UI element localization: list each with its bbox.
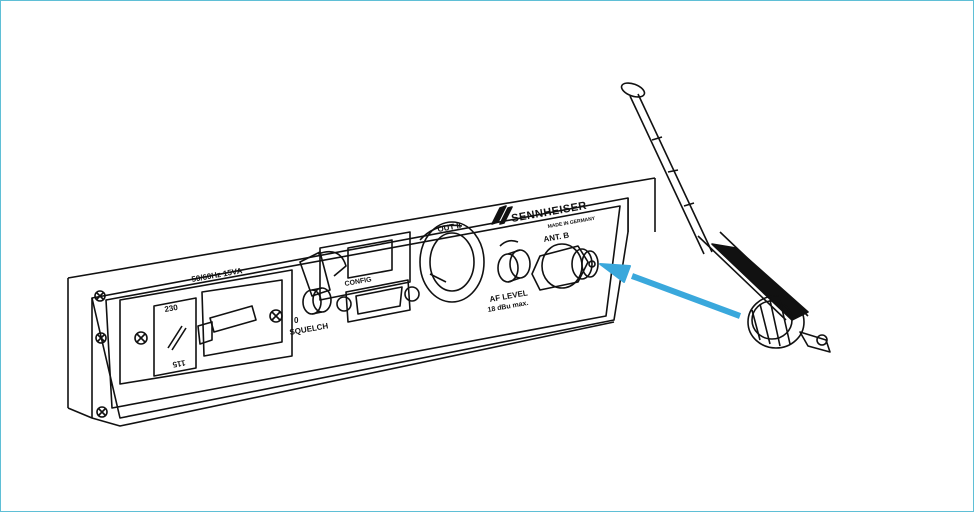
squelch-zero-label: 0: [294, 316, 299, 325]
audio-out-xlr: [419, 221, 485, 303]
power-module-frame: [119, 269, 293, 385]
arrow-icon: [599, 263, 742, 319]
voltage-top-label: 230: [164, 303, 179, 314]
screw-icon: [134, 331, 148, 345]
iec-pin-lower: [197, 321, 213, 345]
chassis-inner-border: [105, 205, 621, 409]
screw-icon: [96, 406, 108, 418]
voltage-bottom-label: 115: [171, 358, 186, 369]
iec-socket: [201, 279, 283, 357]
voltage-fuse-mark: [167, 325, 187, 351]
voltage-selector: [153, 297, 197, 377]
config-port: [336, 279, 420, 323]
out-label: OUT II: [437, 221, 462, 234]
bnc-connector-icon: [531, 243, 599, 291]
chassis-bottom-rail: [67, 321, 615, 427]
chassis-top-edge: [67, 177, 656, 279]
af-level-knob: [497, 239, 531, 283]
antenna-label: ANT. B: [543, 231, 570, 244]
xlr-plug: [299, 250, 347, 297]
screw-icon: [94, 290, 106, 302]
antenna-icon: [620, 82, 831, 353]
screw-icon: [269, 309, 283, 323]
sennheiser-logo-icon: [491, 205, 513, 225]
screw-icon: [95, 332, 107, 344]
config-label: CONFIG: [344, 276, 373, 288]
config-inner: [347, 239, 393, 279]
config-housing: [319, 231, 411, 301]
